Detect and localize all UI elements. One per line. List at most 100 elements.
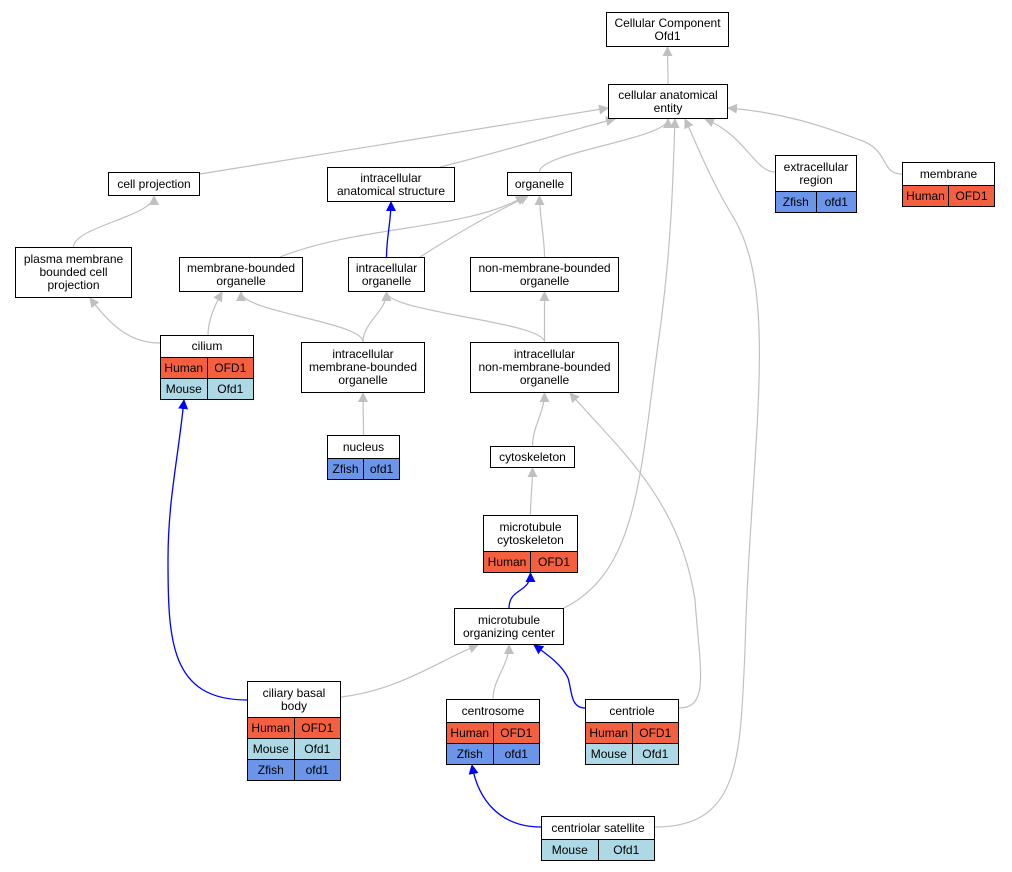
term-label-line: organelle (519, 373, 570, 387)
term-label-line: membrane-bounded (308, 360, 418, 374)
term-label-line: centrosome (461, 703, 525, 718)
species-row-human: Human OFD1 (586, 722, 678, 743)
term-label-line: extracellular (783, 159, 849, 174)
term-label: cilium (161, 336, 253, 357)
species-row-human: Human OFD1 (903, 185, 994, 206)
edge-imbo-mbo (236, 291, 364, 343)
edge-inmbo-io (381, 291, 546, 343)
edge-centriole-mtoc (533, 644, 586, 709)
gene-cell: OFD1 (955, 189, 988, 203)
term-label-line: organizing center (462, 625, 556, 640)
term-label-line: nucleus (342, 439, 385, 454)
term-label-line: organelle (216, 273, 266, 288)
term-label-line: cytoskeleton (499, 449, 566, 464)
gene-cell: Ofd1 (304, 742, 331, 756)
term-label-line: region (799, 172, 833, 187)
term-label-line: microtubule (499, 519, 562, 534)
term-label-line: organelle (338, 373, 388, 387)
species-cell: Mouse (248, 739, 295, 759)
edge-mtoc-mtcyto (508, 572, 536, 609)
edge-mtcyto-cytosk (527, 467, 538, 516)
species-cell: Zfish (447, 744, 494, 764)
term-node-organelle[interactable]: organelle (507, 172, 572, 196)
term-label-line: organelle (514, 176, 565, 191)
term-node-cytosk[interactable]: cytoskeleton (490, 446, 575, 468)
term-label: membrane (903, 163, 994, 185)
species-cell: Mouse (161, 379, 208, 399)
term-label-line: intracellular (360, 170, 422, 185)
species-row-mouse: Mouse Ofd1 (161, 378, 253, 399)
term-label-line: microtubule (477, 612, 541, 627)
term-label: centriole (586, 700, 678, 722)
gene-cell: ofd1 (824, 195, 848, 209)
term-node-cellproj[interactable]: cell projection (108, 172, 200, 196)
edge-nucleus-imbo (358, 392, 369, 436)
term-label-line: cytoskeleton (497, 532, 564, 547)
term-label-line: Cellular Component (614, 15, 721, 30)
term-label-line: cilium (191, 339, 223, 353)
edge-centrosome-mtoc (492, 644, 514, 700)
edge-cytosk-inmbo (531, 392, 550, 447)
edge-cellproj-cae (199, 104, 609, 175)
species-row-mouse: Mouse Ofd1 (248, 738, 340, 759)
edge-satellite-centrosome (468, 764, 542, 828)
term-label-line: non-membrane-bounded (478, 360, 611, 374)
species-cell: Zfish (248, 760, 295, 780)
gene-cell: OFD1 (214, 361, 247, 375)
edge-membrane-cae (727, 103, 903, 175)
gene-cell: OFD1 (537, 555, 570, 569)
edge-organelle-cae (538, 118, 673, 173)
gene-cell: OFD1 (639, 726, 672, 740)
edge-mtoc-cae (563, 118, 680, 609)
gene-cell: Ofd1 (217, 382, 244, 396)
term-label-line: membrane-bounded (186, 260, 296, 275)
edge-ias-cae (439, 116, 616, 168)
term-label-line: body (280, 698, 308, 713)
gene-cell: ofd1 (504, 747, 528, 761)
edge-centriole-inmbo (569, 392, 702, 709)
species-cell: Zfish (328, 459, 364, 479)
species-cell: Human (586, 723, 633, 743)
term-label-line: membrane (919, 166, 978, 181)
term-label-line: ciliary basal (262, 685, 326, 700)
species-cell: Human (447, 723, 494, 743)
term-label-line: cellular anatomical (618, 87, 718, 102)
term-label: cell projection (109, 173, 199, 195)
term-label-line: entity (653, 100, 683, 115)
species-cell: Human (903, 186, 949, 206)
